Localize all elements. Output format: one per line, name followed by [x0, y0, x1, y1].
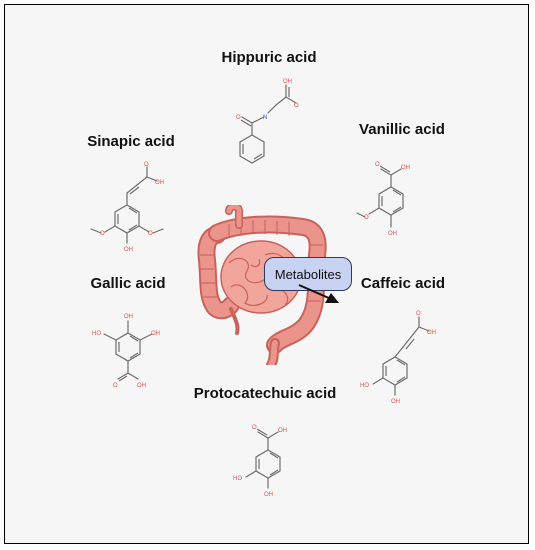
svg-text:O: O: [294, 103, 299, 109]
svg-text:O: O: [375, 162, 380, 168]
svg-text:OH: OH: [391, 399, 400, 405]
label-hippuric-acid: Hippuric acid: [221, 49, 317, 66]
svg-text:O: O: [236, 115, 241, 121]
svg-text:OH: OH: [401, 165, 410, 171]
intestine-icon: [197, 205, 327, 365]
svg-text:OH: OH: [124, 247, 133, 253]
metabolites-label: Metabolites: [274, 266, 342, 282]
svg-text:OH: OH: [427, 330, 436, 336]
label-protocatechuic-acid: Protocatechuic acid: [193, 385, 337, 402]
svg-text:O: O: [148, 231, 153, 237]
svg-text:OH: OH: [278, 428, 287, 434]
arrow-icon: [298, 284, 339, 303]
svg-text:HO: HO: [360, 383, 369, 389]
sinapic-acid-structure: OH O O O OH: [90, 162, 164, 253]
svg-text:O: O: [113, 383, 118, 389]
svg-text:O: O: [100, 231, 105, 237]
hippuric-acid-structure: O N O OH: [236, 79, 299, 164]
svg-text:N: N: [263, 115, 267, 121]
label-gallic-acid: Gallic acid: [90, 275, 166, 292]
label-caffeic-acid: Caffeic acid: [360, 275, 446, 292]
svg-text:OH: OH: [155, 180, 164, 186]
svg-text:OH: OH: [124, 314, 133, 320]
caffeic-acid-structure: OH O HO OH: [360, 311, 436, 405]
svg-text:OH: OH: [137, 383, 146, 389]
gallic-acid-structure: OH HO OH O OH: [92, 314, 160, 389]
metabolites-badge: Metabolites: [264, 257, 352, 291]
svg-text:O: O: [144, 162, 149, 168]
label-vanillic-acid: Vanillic acid: [359, 121, 445, 138]
svg-text:HO: HO: [233, 476, 242, 482]
svg-text:HO: HO: [92, 331, 101, 337]
svg-text:O: O: [252, 425, 257, 431]
svg-text:OH: OH: [264, 492, 273, 498]
diagram-frame: Hippuric acid Vanillic acid Sinapic acid…: [4, 4, 529, 544]
svg-text:O: O: [416, 311, 421, 317]
svg-text:OH: OH: [388, 231, 397, 237]
svg-text:O: O: [364, 215, 369, 221]
label-sinapic-acid: Sinapic acid: [87, 133, 175, 150]
vanillic-acid-structure: O OH O OH: [356, 162, 410, 237]
svg-text:OH: OH: [151, 331, 160, 337]
svg-text:OH: OH: [283, 79, 292, 85]
protocatechuic-acid-structure: O OH HO OH: [233, 425, 287, 498]
